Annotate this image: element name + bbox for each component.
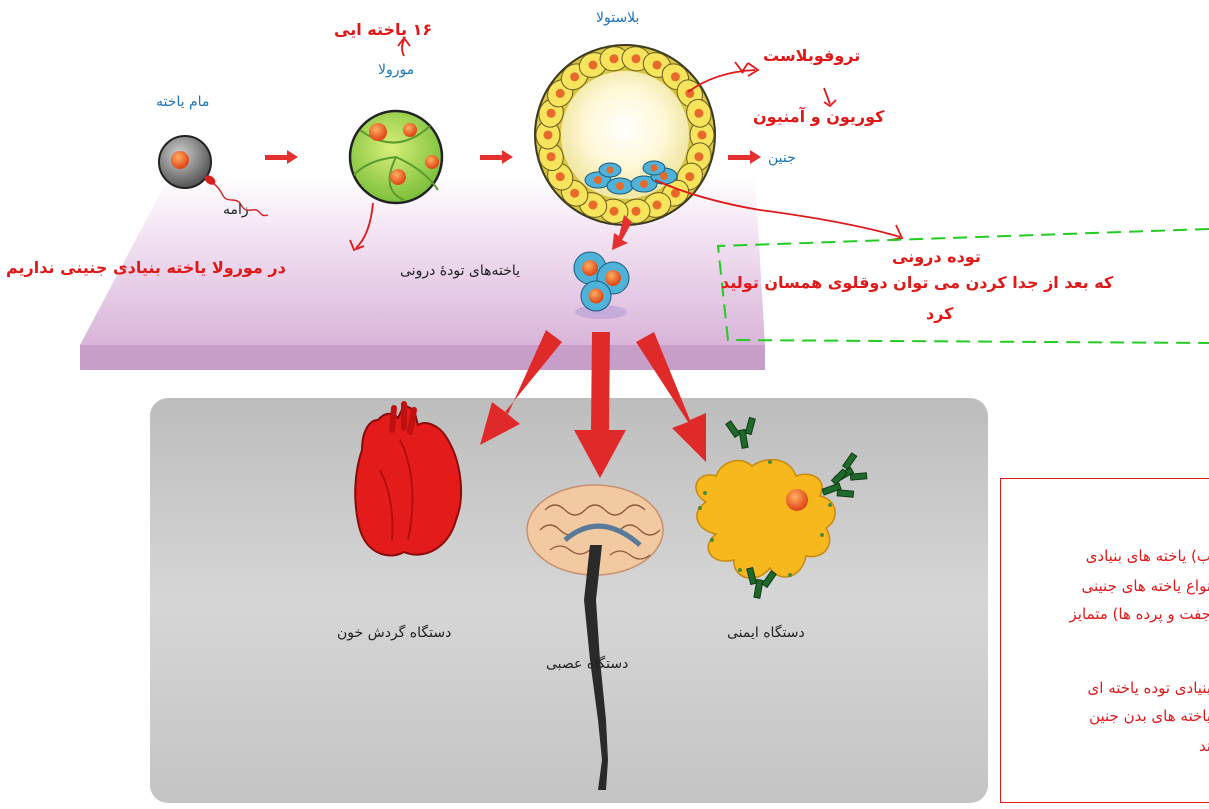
- trophoblast-nucleus: [685, 172, 694, 181]
- trophoblast-nucleus: [610, 207, 619, 216]
- trophoblast-nucleus: [632, 207, 641, 216]
- trophoblast-nucleus: [570, 189, 579, 198]
- oocyte-graphic: [159, 136, 211, 188]
- blastula-graphic: [535, 45, 715, 225]
- chorion-amnion-note: کوریون و آمنیون: [753, 107, 884, 126]
- trophoblast-nucleus: [632, 54, 641, 63]
- blastula-label: ﺑﻼﺳﺘﻮﻻ: [596, 10, 639, 26]
- textbox-line-5: یاخته های بدن جنین: [1089, 707, 1209, 725]
- trophoblast-nucleus: [544, 131, 553, 140]
- oocyte-label: ماﻡ ﯾﺎﺧﺘﻪ: [156, 94, 209, 110]
- trophoblast-nucleus: [653, 61, 662, 70]
- inner-mass-note-title: توده درونی: [892, 247, 981, 266]
- trophoblast-nucleus: [547, 109, 556, 118]
- textbox-line-2: نواع یاخته های جنینی: [1081, 577, 1209, 595]
- embryo-label: جنین: [768, 150, 796, 166]
- morula-no-stem-cell-note: در مورولا یاخته بنیادی جنینی نداریم: [6, 258, 286, 277]
- trophoblast-nucleus: [694, 109, 703, 118]
- twins-note-line1: که بعد از جدا کردن می توان دوقلوی همسان …: [721, 273, 1113, 292]
- trophoblast-nucleus: [671, 72, 680, 81]
- organ-systems-panel: [150, 398, 988, 803]
- sperm-label: زامه: [223, 202, 249, 218]
- trophoblast-nucleus: [698, 131, 707, 140]
- morula-label: موﺭوﻻ: [378, 62, 414, 78]
- textbox-line-6: ند: [1199, 737, 1209, 755]
- trophoblast-nucleus: [556, 172, 565, 181]
- trophoblast-nucleus: [610, 54, 619, 63]
- trophoblast-nucleus: [570, 72, 579, 81]
- trophoblast-nucleus: [589, 201, 598, 210]
- trophoblast-nucleus: [556, 89, 565, 98]
- trophoblast-nucleus: [589, 61, 598, 70]
- textbox-line-4: بنیادی توده یاخته ای: [1088, 679, 1209, 697]
- trophoblast-nucleus: [653, 201, 662, 210]
- inner-mass-cells-label: یاختە‌ﻫﺎی ﺗﻮدۀ ﺩروﻧﯽ: [400, 263, 520, 279]
- immune-system-label: دستگاه ایمنی: [727, 625, 805, 641]
- nervous-system-label: دستگاه عصبی: [546, 656, 628, 672]
- trophoblast-note: تروفوبلاست: [763, 46, 860, 65]
- stem-cell-text-box: ب) یاخته های بنیادی نواع یاخته های جنینی…: [1000, 478, 1209, 803]
- trophoblast-nucleus: [694, 152, 703, 161]
- circulatory-system-label: دستگاه گردش خون: [337, 625, 451, 641]
- twins-note-line2: کرد: [926, 304, 953, 323]
- textbox-line-1: ب) یاخته های بنیادی: [1086, 547, 1209, 565]
- morula-graphic: [350, 111, 442, 203]
- sixteen-cell-note: ۱۶ یاخته ایی: [334, 20, 432, 39]
- textbox-line-3: جفت و پرده ها) متمایز: [1070, 605, 1209, 623]
- trophoblast-nucleus: [547, 152, 556, 161]
